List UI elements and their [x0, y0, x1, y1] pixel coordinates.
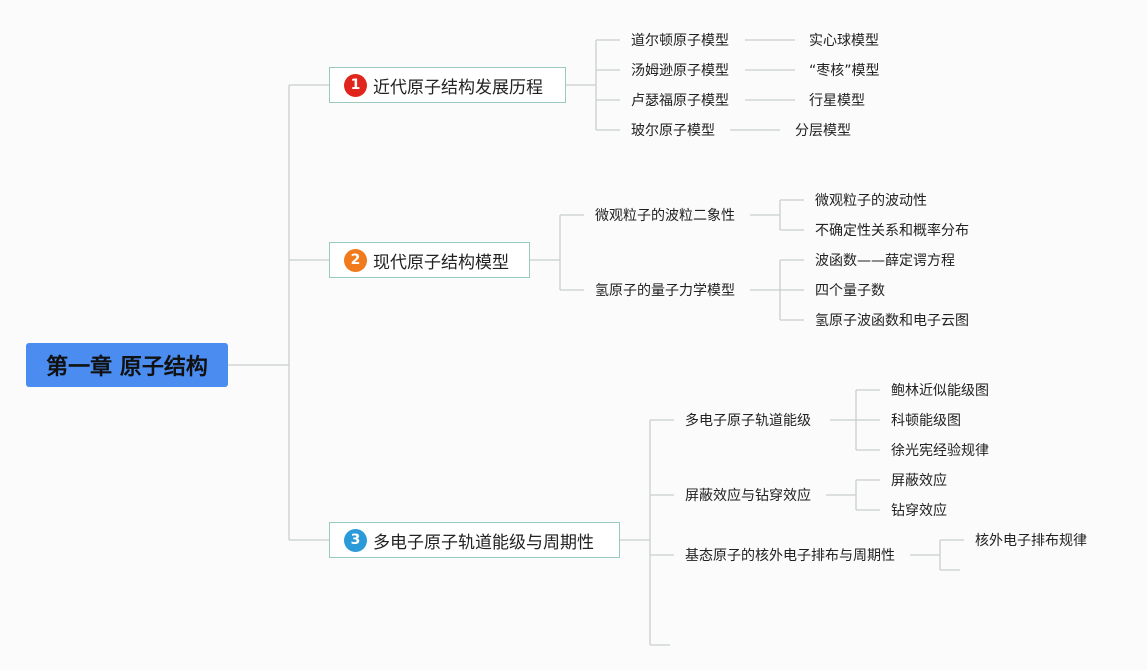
branch-2-topic[interactable]: 2 现代原子结构模型 — [329, 242, 530, 278]
branch-3-topic[interactable]: 3 多电子原子轨道能级与周期性 — [329, 522, 620, 558]
subtopic-orbital-levels[interactable]: 多电子原子轨道能级 — [685, 413, 811, 429]
subtopic-dalton[interactable]: 道尔顿原子模型 — [631, 33, 729, 49]
leaf-shielding[interactable]: 屏蔽效应 — [891, 473, 947, 489]
leaf-electron-config-rule[interactable]: 核外电子排布规律 — [975, 533, 1087, 549]
leaf-xu-rule[interactable]: 徐光宪经验规律 — [891, 443, 989, 459]
leaf-wavefunction[interactable]: 波函数——薛定谔方程 — [815, 253, 955, 269]
number-badge-1: 1 — [344, 73, 367, 97]
branch-1-topic[interactable]: 1 近代原子结构发展历程 — [329, 67, 566, 103]
subtopic-bohr[interactable]: 玻尔原子模型 — [631, 123, 715, 139]
leaf-shell-model[interactable]: 分层模型 — [795, 123, 851, 139]
leaf-penetration[interactable]: 钻穿效应 — [891, 503, 947, 519]
subtopic-ground-state[interactable]: 基态原子的核外电子排布与周期性 — [685, 548, 895, 564]
leaf-planetary[interactable]: 行星模型 — [809, 93, 865, 109]
number-badge-3: 3 — [344, 528, 367, 552]
branch-2-label: 现代原子结构模型 — [373, 252, 509, 273]
number-badge-2: 2 — [344, 248, 367, 272]
leaf-electron-cloud[interactable]: 氢原子波函数和电子云图 — [815, 313, 969, 329]
leaf-plum-pudding[interactable]: “枣核”模型 — [809, 63, 880, 79]
subtopic-wave-particle[interactable]: 微观粒子的波粒二象性 — [595, 208, 735, 224]
subtopic-shielding-penetration[interactable]: 屏蔽效应与钻穿效应 — [685, 488, 811, 504]
subtopic-thomson[interactable]: 汤姆逊原子模型 — [631, 63, 729, 79]
branch-3-label: 多电子原子轨道能级与周期性 — [373, 532, 594, 553]
subtopic-hydrogen-qm[interactable]: 氢原子的量子力学模型 — [595, 283, 735, 299]
leaf-quantum-numbers[interactable]: 四个量子数 — [815, 283, 885, 299]
leaf-wave-nature[interactable]: 微观粒子的波动性 — [815, 193, 927, 209]
leaf-pauling-diagram[interactable]: 鲍林近似能级图 — [891, 383, 989, 399]
leaf-cotton-diagram[interactable]: 科顿能级图 — [891, 413, 961, 429]
branch-1-label: 近代原子结构发展历程 — [373, 77, 543, 98]
leaf-uncertainty[interactable]: 不确定性关系和概率分布 — [815, 223, 969, 239]
leaf-solid-sphere[interactable]: 实心球模型 — [809, 33, 879, 49]
root-topic[interactable]: 第一章 原子结构 — [26, 343, 228, 387]
subtopic-rutherford[interactable]: 卢瑟福原子模型 — [631, 93, 729, 109]
